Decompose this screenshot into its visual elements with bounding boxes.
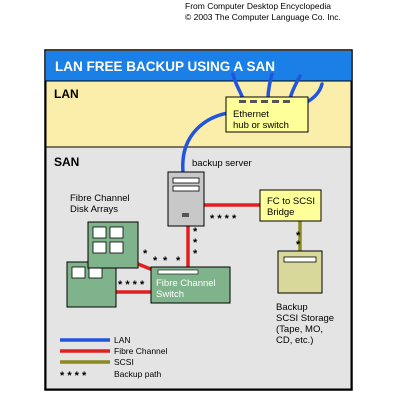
backup-path-star: * [193,248,198,260]
backup-path-star: * [193,237,198,249]
credit-line-1: From Computer Desktop Encyclopedia [185,1,331,11]
disk-array-1-drive [92,226,107,239]
legend-label-lan: LAN [114,335,131,345]
fc-scsi-bridge: FC to SCSI Bridge [259,189,322,222]
legend-label-scsi: SCSI [114,357,134,367]
storage-slot [283,256,317,263]
disk-arrays-label-2: Disk Arrays [70,204,118,215]
legend: LAN Fibre Channel SCSI * * * * Backup pa… [60,335,168,382]
hub-port-led [250,100,257,103]
backup-server [167,171,205,227]
ethernet-hub: Ethernet hub or switch [225,96,309,133]
disk-array-1-drive [109,226,124,239]
disk-array-1-drive [92,241,107,254]
scsi-storage-label-1: Backup [276,302,308,313]
disk-arrays-label-1: Fibre Channel [70,193,130,204]
scsi-storage-label-2: SCSI Storage [276,313,334,324]
backup-path-stars-array-switch: * * * * [118,279,145,291]
fc-scsi-bridge-label-2: Bridge [267,207,294,218]
ethernet-hub-label-1: Ethernet [233,109,269,120]
backup-path-star: * [193,226,198,238]
scsi-storage [277,250,323,294]
scsi-storage-label-4: CD, etc.) [276,335,313,346]
disk-array-1-drive [109,241,124,254]
switch-port-strip [157,269,199,275]
lan-zone-label: LAN [54,87,79,101]
ethernet-hub-label-2: hub or switch [233,120,289,131]
fc-switch-label-2: Switch [156,289,184,300]
hub-port-led [261,100,268,103]
san-zone-label: SAN [54,155,79,169]
disk-array-2-drive [88,266,103,279]
legend-label-fibre-channel: Fibre Channel [114,346,168,356]
backup-path-star: * [153,255,158,267]
hub-port-led [272,100,279,103]
legend-label-backup-path: Backup path [114,369,162,379]
fc-switch-label-1: Fibre Channel [156,278,216,289]
hub-port-leds [239,100,290,103]
diagram-title: LAN FREE BACKUP USING A SAN [55,59,275,74]
server-power-button [182,213,189,217]
fibre-channel-switch: Fibre Channel Switch [150,266,231,304]
backup-server-label: backup server [192,158,252,169]
server-drive-bay [172,177,200,184]
legend-swatch-backup-path: * * * * [60,370,87,382]
server-drive-bay [172,185,200,192]
backup-path-star: * [176,255,181,267]
credit-line-2: © 2003 The Computer Language Co. Inc. [185,12,341,22]
backup-path-stars-server-bridge: * * * * [210,213,237,225]
disk-array-1 [87,221,139,269]
fc-scsi-bridge-box [259,189,322,222]
backup-path: * * * * * * * * * * * * * * * * * [118,213,301,291]
backup-path-star: * [143,248,148,260]
backup-path-star: * [163,255,168,267]
disk-array-2 [66,261,117,308]
backup-path-star: * [296,239,301,251]
fc-scsi-bridge-label-1: FC to SCSI [267,196,315,207]
scsi-storage-label-3: (Tape, MO, [276,324,323,335]
disk-array-2-drive [71,266,86,279]
hub-port-led [283,100,290,103]
backup-path-star: * [296,230,301,242]
hub-port-led [239,100,246,103]
